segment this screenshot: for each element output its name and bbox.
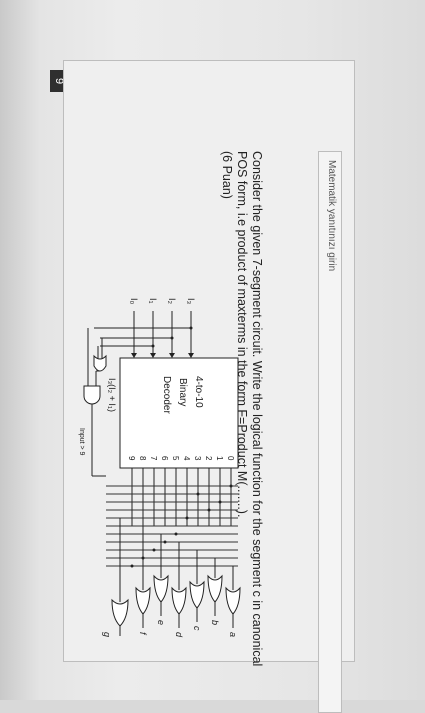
overflow-logic: I₃(I₂ + I₁) Input > 9: [78, 327, 118, 477]
output-0: 0: [226, 456, 235, 461]
output-4: 4: [182, 456, 191, 461]
input-greater-nine-label: Input > 9: [78, 428, 85, 456]
or-gate-g: g: [102, 518, 129, 637]
segment-label-b: b: [210, 620, 220, 625]
input-label-i0: I₀: [129, 298, 139, 305]
or-gate-c: c: [189, 550, 205, 631]
segment-label-g: g: [102, 632, 112, 637]
output-1: 1: [215, 456, 224, 461]
segment-label-f: f: [138, 632, 148, 636]
output-8: 8: [138, 456, 147, 461]
seven-segment-circuit: I₃ I₂ I₁ I₀ 4-to-10 Binar: [78, 298, 241, 638]
segment-gates: a b c: [102, 518, 241, 638]
decoder-label-3: Decoder: [161, 376, 172, 414]
output-2: 2: [204, 456, 213, 461]
segment-label-a: a: [228, 632, 238, 637]
input-lines: I₃ I₂ I₁ I₀: [118, 298, 196, 358]
decoder-label-2: Binary: [177, 378, 188, 406]
or-gate-e: e: [153, 534, 169, 625]
output-9: 9: [127, 456, 136, 461]
input-label-i1: I₁: [148, 298, 158, 304]
question-line-1: Consider the given 7-segment circuit. Wr…: [250, 151, 264, 667]
output-3: 3: [193, 456, 202, 461]
output-6: 6: [160, 456, 169, 461]
input-label-i3: I₃: [186, 298, 196, 305]
or-gate-a: a: [225, 566, 241, 637]
answer-input[interactable]: Matematik yanıtınızı girin: [318, 151, 342, 713]
decoder-label-1: 4-to-10: [193, 376, 204, 408]
expression-label: I₃(I₂ + I₁): [107, 378, 117, 412]
segment-label-d: d: [174, 632, 184, 638]
output-7: 7: [149, 456, 158, 461]
or-gate-d: d: [171, 542, 187, 638]
segment-label-e: e: [156, 620, 166, 625]
decoder-outputs: 0 1 2 3 4 5 6 7 8 9: [127, 456, 235, 526]
input-label-i2: I₂: [167, 298, 177, 305]
segment-label-c: c: [192, 626, 202, 631]
decoder-block: [119, 357, 239, 469]
output-5: 5: [171, 456, 180, 461]
or-gate-b: b: [207, 558, 223, 625]
or-gate-f: f: [135, 526, 151, 636]
question-card: Matematik yanıtınızı girin Consider the …: [63, 60, 355, 713]
wiring-bus: [106, 485, 238, 567]
answer-placeholder: Matematik yanıtınızı girin: [326, 160, 337, 272]
